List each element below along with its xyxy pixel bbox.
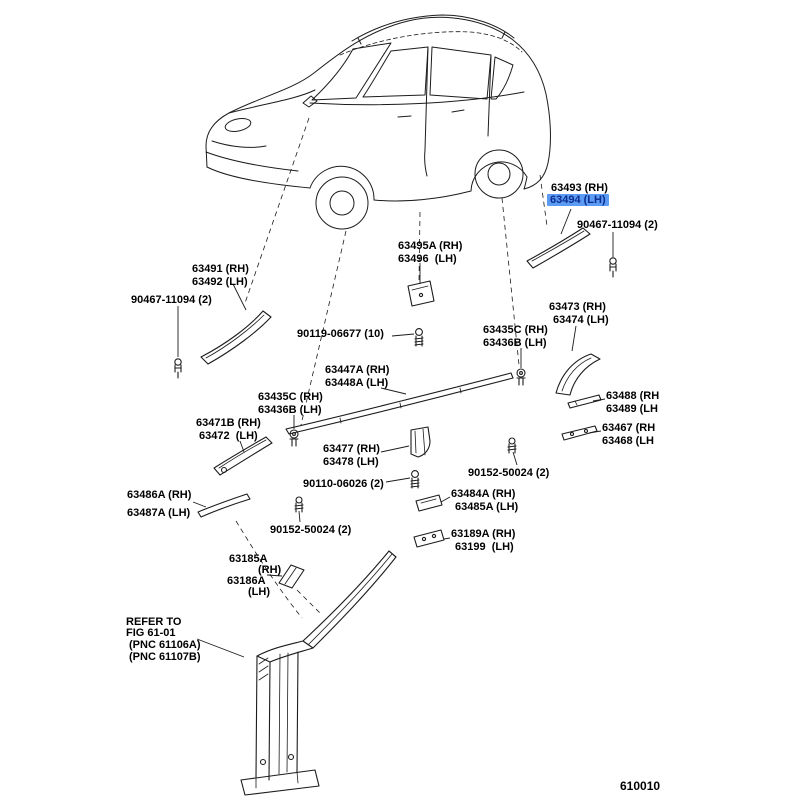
part-label-63484a[interactable]: 63484A (RH) <box>451 488 516 500</box>
part-label-63436b-right[interactable]: 63436B (LH) <box>483 337 547 349</box>
part-label-63485a[interactable]: 63485A (LH) <box>455 501 519 513</box>
projection-lines <box>235 117 548 619</box>
vehicle-sketch <box>205 14 551 230</box>
part-63189a-plate <box>413 529 445 548</box>
part-label-63489[interactable]: 63489 (LH <box>606 403 658 415</box>
fastener-90110 <box>410 470 420 489</box>
part-label-63186a-side[interactable]: (LH) <box>248 586 270 598</box>
fastener-63435c-left <box>289 429 299 447</box>
part-label-63495a[interactable]: 63495A (RH) <box>398 240 463 252</box>
part-63493-moulding <box>526 227 591 269</box>
part-label-63491[interactable]: 63491 (RH) <box>192 263 249 275</box>
part-label-63189a[interactable]: 63189A (RH) <box>451 528 516 540</box>
part-label-63473[interactable]: 63473 (RH) <box>549 301 606 313</box>
part-63447a-moulding <box>285 372 514 435</box>
part-63488-bracket <box>567 394 602 409</box>
refer-note-line1[interactable]: REFER TO <box>126 616 182 628</box>
part-label-63435c-right[interactable]: 63435C (RH) <box>483 324 548 336</box>
part-label-63467[interactable]: 63467 (RH <box>602 422 656 434</box>
part-63484a-plate <box>415 494 443 512</box>
part-label-63477[interactable]: 63477 (RH) <box>323 443 380 455</box>
part-label-63494[interactable]: 63494 (LH) <box>547 194 609 206</box>
part-label-63488[interactable]: 63488 (RH <box>606 390 660 402</box>
part-label-63468[interactable]: 63468 (LH <box>602 435 654 447</box>
part-label-63447a[interactable]: 63447A (RH) <box>325 364 390 376</box>
part-label-63472[interactable]: 63472 (LH) <box>199 430 258 442</box>
fastener-90152-right <box>507 437 517 454</box>
parts-artwork <box>174 227 617 796</box>
fastener-label-90467-left[interactable]: 90467-11094 (2) <box>131 294 212 306</box>
part-63495a-plate <box>407 280 435 307</box>
part-label-63474[interactable]: 63474 (LH) <box>553 314 609 326</box>
part-label-63185a-side[interactable]: (RH) <box>258 564 282 576</box>
part-label-63448a[interactable]: 63448A (LH) <box>325 377 389 389</box>
part-label-63492[interactable]: 63492 (LH) <box>192 276 248 288</box>
part-63486a-strip <box>197 493 251 518</box>
fastener-90467-left <box>174 358 182 379</box>
fastener-label-90467-right[interactable]: 90467-11094 (2) <box>577 219 658 231</box>
part-label-63486a[interactable]: 63486A (RH) <box>127 489 192 501</box>
fastener-label-90152-right[interactable]: 90152-50024 (2) <box>468 467 550 479</box>
fastener-label-90152-left[interactable]: 90152-50024 (2) <box>270 524 352 536</box>
part-label-63471b[interactable]: 63471B (RH) <box>196 417 261 429</box>
figure-number: 610010 <box>620 779 661 793</box>
fastener-90467-right <box>609 257 617 278</box>
part-63477-bracket <box>410 426 431 458</box>
fastener-label-90119[interactable]: 90119-06677 (10) <box>297 328 384 340</box>
fastener-90119 <box>414 328 424 347</box>
part-label-63435c-left[interactable]: 63435C (RH) <box>258 391 323 403</box>
part-label-63199[interactable]: 63199 (LH) <box>455 541 514 553</box>
refer-note-line4[interactable]: (PNC 61107B) <box>129 651 201 663</box>
part-63185a-bracket <box>278 564 305 589</box>
fastener-label-90110[interactable]: 90110-06026 (2) <box>303 478 384 490</box>
fastener-63435c-right <box>516 368 526 386</box>
fastener-90152-left <box>294 496 304 513</box>
part-63471b-moulding <box>213 436 273 476</box>
part-63473-rail <box>555 353 601 396</box>
part-label-63436b-left[interactable]: 63436B (LH) <box>258 404 322 416</box>
part-label-63487a[interactable]: 63487A (LH) <box>127 507 191 519</box>
part-label-63478[interactable]: 63478 (LH) <box>323 456 379 468</box>
part-label-63186a[interactable]: 63186A <box>227 575 266 587</box>
part-pillar-assembly <box>240 550 397 796</box>
part-63467-bracket <box>561 425 598 441</box>
part-label-63185a[interactable]: 63185A <box>229 553 268 565</box>
refer-note-line3[interactable]: (PNC 61106A) <box>129 639 201 651</box>
part-label-63493[interactable]: 63493 (RH) <box>551 182 608 194</box>
refer-note-line2[interactable]: FIG 61-01 <box>126 627 176 639</box>
part-label-63496[interactable]: 63496 (LH) <box>398 253 457 265</box>
part-63491-moulding <box>200 310 272 365</box>
